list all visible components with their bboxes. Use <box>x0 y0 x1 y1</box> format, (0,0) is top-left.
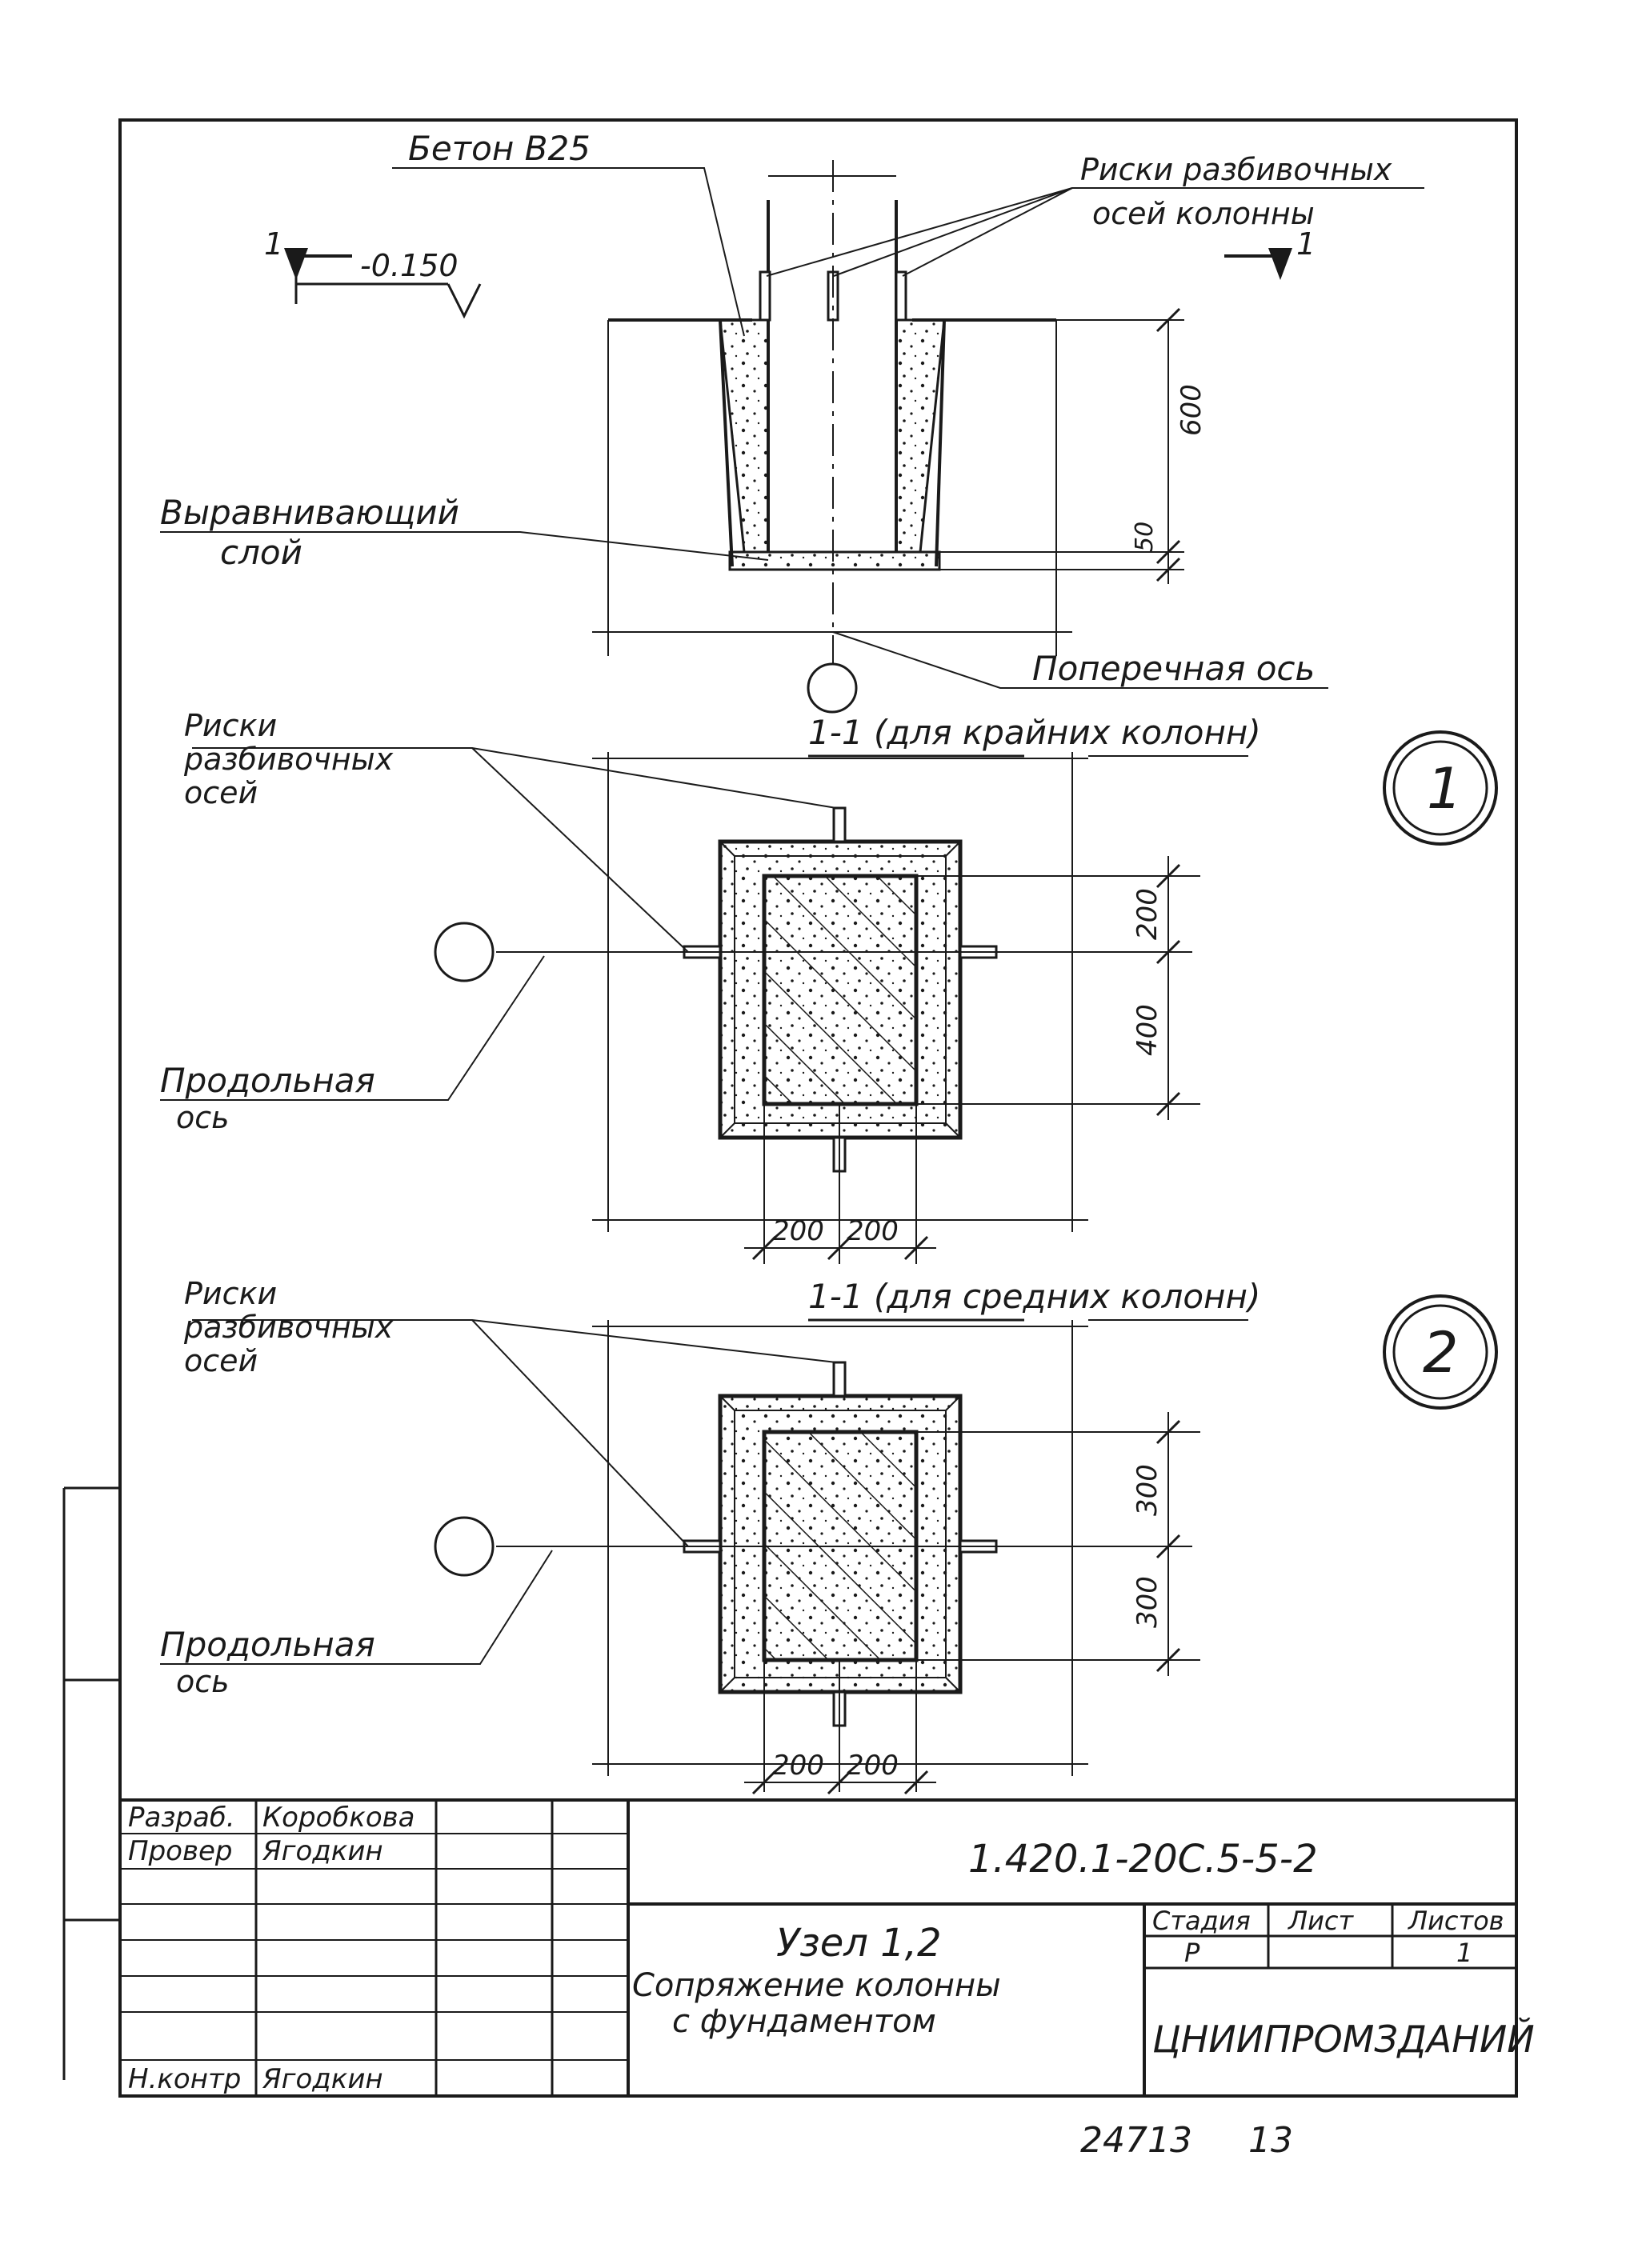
plan-2-dim-right: 200 <box>847 1750 899 1782</box>
marks-label-line2: осей колонны <box>1092 196 1315 231</box>
column-mark-right <box>895 270 907 322</box>
plan-1-column-section <box>762 874 919 1106</box>
tb-title-line1: Узел 1,2 <box>776 1921 942 1966</box>
plan-1-node-number: 1 <box>1427 756 1463 822</box>
plan-1 <box>160 730 1498 1264</box>
tb-doc-code: 1.420.1-20С.5-5-2 <box>968 1837 1318 1882</box>
plan-2-marks-line1: Риски <box>184 1276 277 1311</box>
tb-checked-name: Ягодкин <box>262 1835 383 1867</box>
plan-1-mark-top <box>832 806 847 843</box>
leader-concrete <box>392 167 745 337</box>
leveling-label-line1: Выравнивающий <box>160 493 459 532</box>
axis-bubble-section <box>807 662 858 714</box>
plan-1-dim-lower: 400 <box>1131 1004 1163 1056</box>
plan-2 <box>160 1294 1498 1795</box>
plan-1-axis-bubble <box>434 922 495 982</box>
tb-developed-name: Коробкова <box>262 1802 415 1834</box>
plan-2-node-outer <box>1383 1294 1498 1410</box>
foundation-section <box>160 160 1424 714</box>
footer-inventory-number: 24713 <box>1080 2120 1192 2161</box>
plan-1-marks-line1: Риски <box>184 708 277 743</box>
sheet-frame <box>62 118 1518 2098</box>
cut-marker-right: 1 <box>1296 226 1316 262</box>
plan-1-node-inner <box>1392 740 1488 836</box>
plan-1-marks-line2: разбивочных <box>183 742 394 777</box>
leveling-label-line2: слой <box>220 533 302 572</box>
plan-1-dim-right: 200 <box>847 1215 899 1247</box>
tb-norm-role: Н.контр <box>128 2063 241 2095</box>
tb-title-line2: Сопряжение колонны <box>632 1967 1001 2004</box>
cut-marker-left: 1 <box>264 226 283 262</box>
tb-stage-header: Стадия <box>1152 1906 1251 1936</box>
plan-2-dim-left: 200 <box>772 1750 824 1782</box>
dim-600: 600 <box>1175 384 1207 436</box>
leveling-layer <box>728 550 941 571</box>
leader-transverse-axis <box>832 631 1328 689</box>
plan-1-axis-line1: Продольная <box>160 1061 375 1100</box>
plan-1-marks-line3: осей <box>184 775 258 810</box>
transverse-axis-label: Поперечная ось <box>1032 649 1315 688</box>
plan-2-marks-line2: разбивочных <box>183 1310 394 1345</box>
plan-2-dim-lower: 300 <box>1131 1576 1163 1628</box>
tb-norm-name: Ягодкин <box>262 2063 383 2095</box>
tb-stage-value: Р <box>1184 1938 1200 1968</box>
footer-page-number: 13 <box>1248 2120 1293 2161</box>
tb-developed-role: Разраб. <box>128 1802 235 1834</box>
plan-2-axis-line2: ось <box>176 1664 230 1699</box>
plan-1-axis-line2: ось <box>176 1100 230 1135</box>
tb-organization: ЦНИИПРОМЗДАНИЙ <box>1152 2018 1535 2061</box>
tb-sheet-header: Лист <box>1288 1906 1354 1936</box>
tb-checked-role: Провер <box>128 1835 233 1867</box>
concrete-label: Бетон В25 <box>408 129 591 168</box>
marks-label-line1: Риски разбивочных <box>1080 152 1392 187</box>
plan-1-title: 1-1 (для крайних колонн) <box>808 713 1261 752</box>
leader-leveling <box>160 531 769 561</box>
plan-2-marks-line3: осей <box>184 1343 258 1378</box>
plan-2-mark-top <box>832 1361 847 1398</box>
plan-2-axis-bubble <box>434 1516 495 1577</box>
plan-2-node-number: 2 <box>1423 1320 1459 1386</box>
plan-2-axis-line1: Продольная <box>160 1625 375 1664</box>
tb-title-line3: с фундаментом <box>672 2003 936 2040</box>
plan-1-dim-upper: 200 <box>1131 888 1163 940</box>
tb-sheets-header: Листов <box>1408 1906 1504 1936</box>
title-block <box>120 1798 1516 2096</box>
column-mark-left <box>759 270 771 322</box>
plan-2-title: 1-1 (для средних колонн) <box>808 1277 1260 1316</box>
plan-1-dim-left: 200 <box>772 1215 824 1247</box>
plan-1-node-outer <box>1383 730 1498 846</box>
plan-2-node-inner <box>1392 1304 1488 1400</box>
tb-sheets-value: 1 <box>1456 1938 1472 1968</box>
dim-50: 50 <box>1131 522 1159 552</box>
level-label: -0.150 <box>360 248 459 283</box>
plan-2-dim-upper: 300 <box>1131 1464 1163 1516</box>
